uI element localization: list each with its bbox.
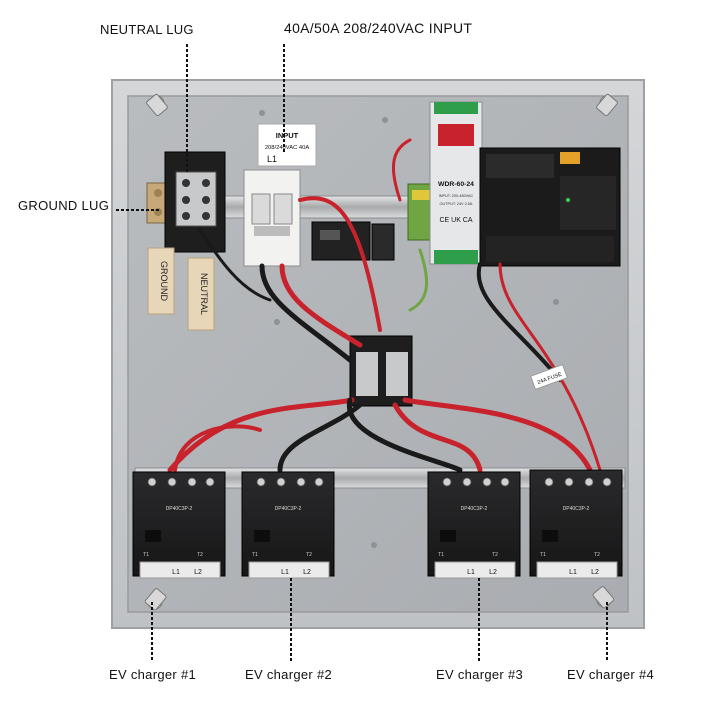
neutral-lug-callout: NEUTRAL LUG xyxy=(100,22,194,37)
contactor-3-t2: T2 xyxy=(492,552,498,558)
neutral-lug-block xyxy=(164,151,226,253)
contactor-3-model: DP40C3P-2 xyxy=(461,506,488,512)
distribution-block xyxy=(349,335,413,407)
contactor-4-t2: T2 xyxy=(594,552,600,558)
contactor-2-t2: T2 xyxy=(306,552,312,558)
input-callout: 40A/50A 208/240VAC INPUT xyxy=(284,20,473,36)
ev-charger-1-callout: EV charger #1 xyxy=(109,667,197,682)
contactor-1-t1: T1 xyxy=(143,552,149,558)
ev-charger-2-callout: EV charger #2 xyxy=(245,667,333,682)
breaker-rating: 208/240VAC 40A xyxy=(265,145,310,151)
ev-charger-3-callout: EV charger #3 xyxy=(436,667,524,682)
contactor-1-l1: L1 xyxy=(172,569,180,576)
input-breaker xyxy=(243,169,301,267)
psu-model: WDR-60-24 xyxy=(438,181,474,188)
contactor-3-t1: T1 xyxy=(438,552,444,558)
controller-module xyxy=(479,147,621,267)
contactor-4-l1: L1 xyxy=(569,569,577,576)
psu-input: INPUT: 200-480VAC xyxy=(439,194,474,198)
ev-charger-4-callout: EV charger #4 xyxy=(567,667,655,682)
contactor-2: DP40C3P-2 L1 L2 T1 T2 xyxy=(241,471,335,579)
contactor-screws xyxy=(147,477,612,487)
breaker-label-card: INPUT 208/240VAC 40A L1 xyxy=(257,123,317,167)
neutral-tag: NEUTRAL xyxy=(187,257,215,331)
contactor-4-l2: L2 xyxy=(591,569,599,576)
contactor-3-l1: L1 xyxy=(467,569,475,576)
contactor-1-l2: L2 xyxy=(194,569,202,576)
fuse-tag: 24A FUSE xyxy=(529,363,569,391)
leader-lines xyxy=(116,44,608,662)
contactor-1: DP40C3P-2 L1 L2 T1 T2 xyxy=(132,471,226,579)
contactor-2-model: DP40C3P-2 xyxy=(275,506,302,512)
ground-tag: GROUND xyxy=(147,247,175,315)
contactor-2-l1: L1 xyxy=(281,569,289,576)
contactor-3: DP40C3P-2 L1 L2 T1 T2 xyxy=(427,471,521,579)
ground-lug-callout: GROUND LUG xyxy=(18,198,110,213)
ground-tag-text: GROUND xyxy=(159,261,169,301)
psu-output: OUTPUT: 24V 2.5A xyxy=(440,202,473,206)
contactor-1-model: DP40C3P-2 xyxy=(166,506,193,512)
contactor-4-t1: T1 xyxy=(540,552,546,558)
contactor-1-t2: T2 xyxy=(197,552,203,558)
contactor-2-t1: T1 xyxy=(252,552,258,558)
power-supply: WDR-60-24 INPUT: 200-480VAC OUTPUT: 24V … xyxy=(429,101,483,265)
contactor-3-l2: L2 xyxy=(489,569,497,576)
contactor-2-l2: L2 xyxy=(303,569,311,576)
contactor-4: DP40C3P-2 L1 L2 T1 T2 xyxy=(529,469,623,579)
neutral-tag-text: NEUTRAL xyxy=(199,273,209,315)
psu-marks: CE UK CA xyxy=(439,217,472,224)
wiring xyxy=(167,138,602,473)
terminal-block-small xyxy=(371,223,395,261)
contactor-4-model: DP40C3P-2 xyxy=(563,506,590,512)
breaker-line: L1 xyxy=(267,154,277,164)
breaker-label: INPUT xyxy=(276,131,299,140)
